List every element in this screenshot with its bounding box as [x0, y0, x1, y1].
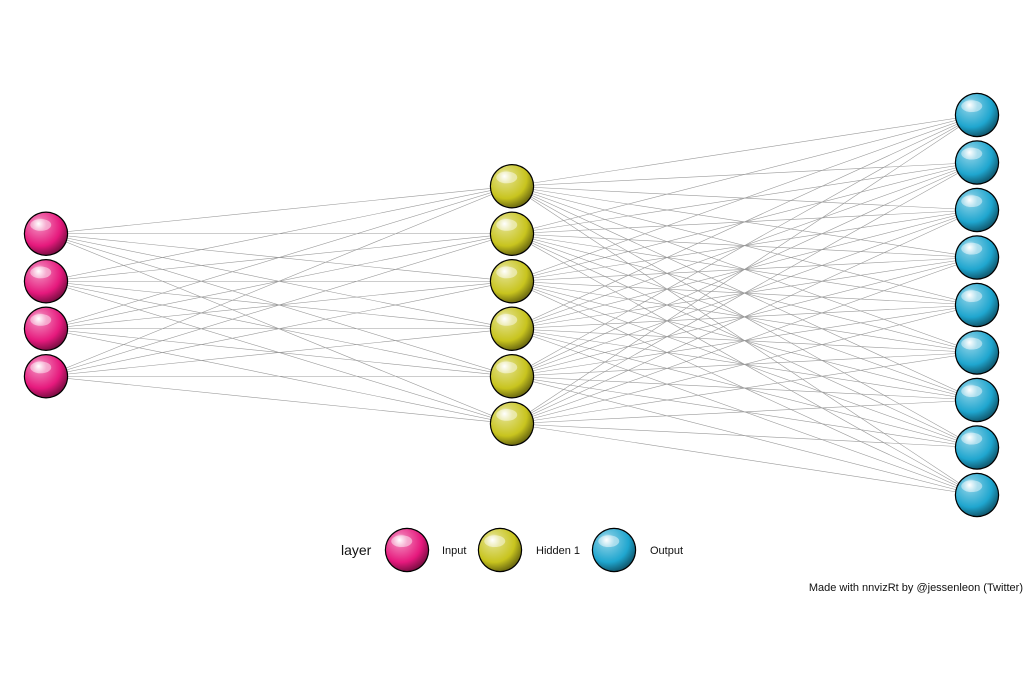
node-hidden-1-4: [489, 306, 535, 351]
edges-group: [45, 114, 978, 496]
legend-label-input: Input: [442, 545, 466, 557]
edge-l0-3-1: [45, 233, 513, 377]
legend: layer Input Hidden 1 Output: [341, 527, 683, 573]
edge-l1-5-7: [511, 423, 978, 448]
edge-l1-4-0: [511, 114, 978, 377]
edge-l0-3-0: [45, 185, 513, 377]
edge-l1-5-2: [511, 209, 978, 425]
legend-swatch-output: [591, 527, 637, 573]
edge-l1-5-1: [511, 162, 978, 425]
credit-text: Made with nnvizRt by @jessenleon (Twitte…: [808, 582, 1023, 594]
edge-l1-3-0: [511, 114, 978, 330]
legend-swatch-hidden-1: [477, 527, 523, 573]
edge-l1-5-8: [511, 423, 978, 496]
node-output-4: [954, 235, 1000, 280]
edge-l1-5-5: [511, 352, 978, 425]
node-input-3: [23, 306, 69, 351]
node-output-9: [954, 472, 1000, 518]
edge-l1-2-0: [511, 114, 978, 282]
legend-title: layer: [341, 542, 372, 558]
node-output-6: [954, 330, 1000, 375]
node-output-1: [954, 92, 1000, 138]
edge-l0-1-0: [45, 185, 513, 282]
node-hidden-1-2: [489, 211, 535, 256]
edge-l1-1-0: [511, 114, 978, 235]
node-output-7: [954, 377, 1000, 423]
node-output-8: [954, 425, 1000, 470]
nodes-group: [23, 92, 1000, 518]
node-input-2: [23, 259, 69, 304]
node-input-1: [23, 211, 69, 256]
edge-l0-2-0: [45, 185, 513, 330]
node-input-4: [23, 354, 69, 399]
edge-l0-3-2: [45, 280, 513, 377]
node-hidden-1-3: [489, 259, 535, 304]
edge-l0-3-3: [45, 328, 513, 377]
node-hidden-1-1: [489, 164, 535, 209]
node-hidden-1-5: [489, 354, 535, 399]
legend-label-output: Output: [650, 545, 683, 557]
node-output-5: [954, 282, 1000, 328]
node-output-3: [954, 187, 1000, 233]
node-hidden-1-6: [489, 401, 535, 446]
edge-l0-3-5: [45, 375, 513, 425]
legend-label-hidden-1: Hidden 1: [536, 545, 580, 557]
legend-swatch-input: [384, 527, 430, 573]
edge-l1-0-0: [511, 114, 978, 187]
edge-l1-5-0: [511, 114, 978, 424]
edge-l1-5-4: [511, 304, 978, 425]
edge-l1-5-3: [511, 257, 978, 425]
edge-l1-5-6: [511, 399, 978, 425]
edge-l0-0-0: [45, 185, 513, 235]
node-output-2: [954, 140, 1000, 185]
